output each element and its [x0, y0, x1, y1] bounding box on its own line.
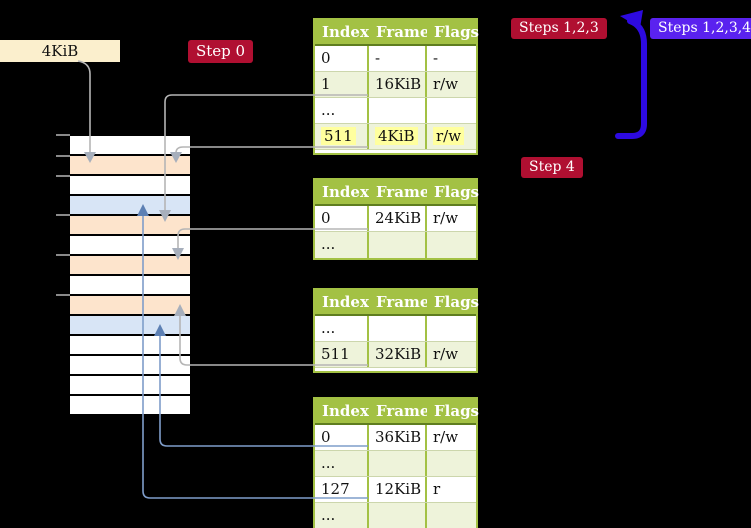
table-row: ...	[315, 232, 476, 258]
table-cell: r/w	[427, 206, 476, 231]
header-cell: Index	[315, 290, 369, 314]
header-cell: Flags	[427, 180, 479, 204]
header-cell: Frame	[369, 399, 429, 423]
table-cell	[369, 98, 425, 123]
table-cell: -	[427, 46, 476, 71]
highlighted-value: 4KiB	[375, 127, 418, 145]
table-partial-row	[315, 150, 476, 153]
table-cell: ...	[315, 316, 367, 341]
table-cell	[369, 232, 425, 258]
table-cell: 0	[315, 46, 367, 71]
memory-tick-marks	[56, 134, 70, 296]
memory-frame-row	[70, 376, 190, 394]
memory-frame-row	[70, 256, 190, 274]
highlighted-value: r/w	[433, 127, 465, 145]
steps1234-badge: Steps 1,2,3,4	[650, 18, 751, 39]
size-4kib-label: 4KiB	[0, 40, 120, 62]
table-cell: 12KiB	[369, 477, 425, 502]
highlighted-value: 511	[321, 127, 356, 145]
table-cell	[369, 451, 425, 476]
memory-frame-row	[70, 236, 190, 254]
table-cell: ...	[315, 451, 367, 476]
table-cell: 127	[315, 477, 367, 502]
table-cell: r	[427, 477, 476, 502]
table-cell: -	[369, 46, 425, 71]
memory-frame-row	[70, 336, 190, 354]
memory-frame-row	[70, 316, 190, 334]
table-cell: ...	[315, 232, 367, 258]
memory-frame-row	[70, 216, 190, 234]
arrow-translation-lookup-head	[620, 10, 643, 28]
memory-frame-row	[70, 296, 190, 314]
table-cell: r/w	[427, 124, 476, 149]
step0-badge: Step 0	[188, 40, 254, 63]
memory-frame-row	[70, 276, 190, 294]
table-cell	[427, 98, 476, 123]
header-cell: Frame	[369, 180, 429, 204]
table-cell: 511	[315, 342, 367, 367]
table-row: ...	[315, 503, 476, 528]
table-cell	[427, 316, 476, 341]
table-cell	[427, 451, 476, 476]
table-cell	[369, 503, 425, 528]
header-cell: Frame	[369, 290, 429, 314]
memory-frame-row	[70, 196, 190, 214]
memory-frame-row	[70, 176, 190, 194]
table-row: ...	[315, 451, 476, 477]
table-row: ...	[315, 98, 476, 124]
header-cell: Flags	[427, 399, 479, 423]
table-cell: 36KiB	[369, 425, 425, 450]
table-cell: ...	[315, 98, 367, 123]
table-cell	[427, 232, 476, 258]
steps123-badge: Steps 1,2,3	[511, 18, 607, 39]
header-cell: Index	[315, 180, 369, 204]
table-cell	[427, 503, 476, 528]
table-cell: 0	[315, 425, 367, 450]
header-cell: Index	[315, 399, 369, 423]
step4-badge: Step 4	[521, 157, 583, 178]
table-cell: r/w	[427, 72, 476, 97]
table-cell: 511	[315, 124, 367, 149]
physical-memory-stack	[70, 136, 190, 416]
header-cell: Frame	[369, 20, 429, 44]
table-row: ...	[315, 316, 476, 342]
table-partial-row	[315, 368, 476, 371]
table-cell: 16KiB	[369, 72, 425, 97]
table-cell: ...	[315, 503, 367, 528]
header-cell: Flags	[427, 20, 479, 44]
table-cell: r/w	[427, 342, 476, 367]
table-cell: 1	[315, 72, 367, 97]
table-cell: 4KiB	[369, 124, 425, 149]
arrow-translation-lookup	[615, 18, 647, 139]
memory-frame-row	[70, 156, 190, 174]
header-cell: Flags	[427, 290, 479, 314]
table-cell: 0	[315, 206, 367, 231]
memory-frame-row	[70, 136, 190, 154]
table-cell: r/w	[427, 425, 476, 450]
table-cell	[369, 316, 425, 341]
memory-frame-row	[70, 396, 190, 414]
table-cell: 32KiB	[369, 342, 425, 367]
table-row: 0--	[315, 46, 476, 72]
memory-frame-row	[70, 356, 190, 374]
table-cell: 24KiB	[369, 206, 425, 231]
table-row: 511 4KiB r/w	[315, 124, 476, 150]
header-cell: Index	[315, 20, 369, 44]
